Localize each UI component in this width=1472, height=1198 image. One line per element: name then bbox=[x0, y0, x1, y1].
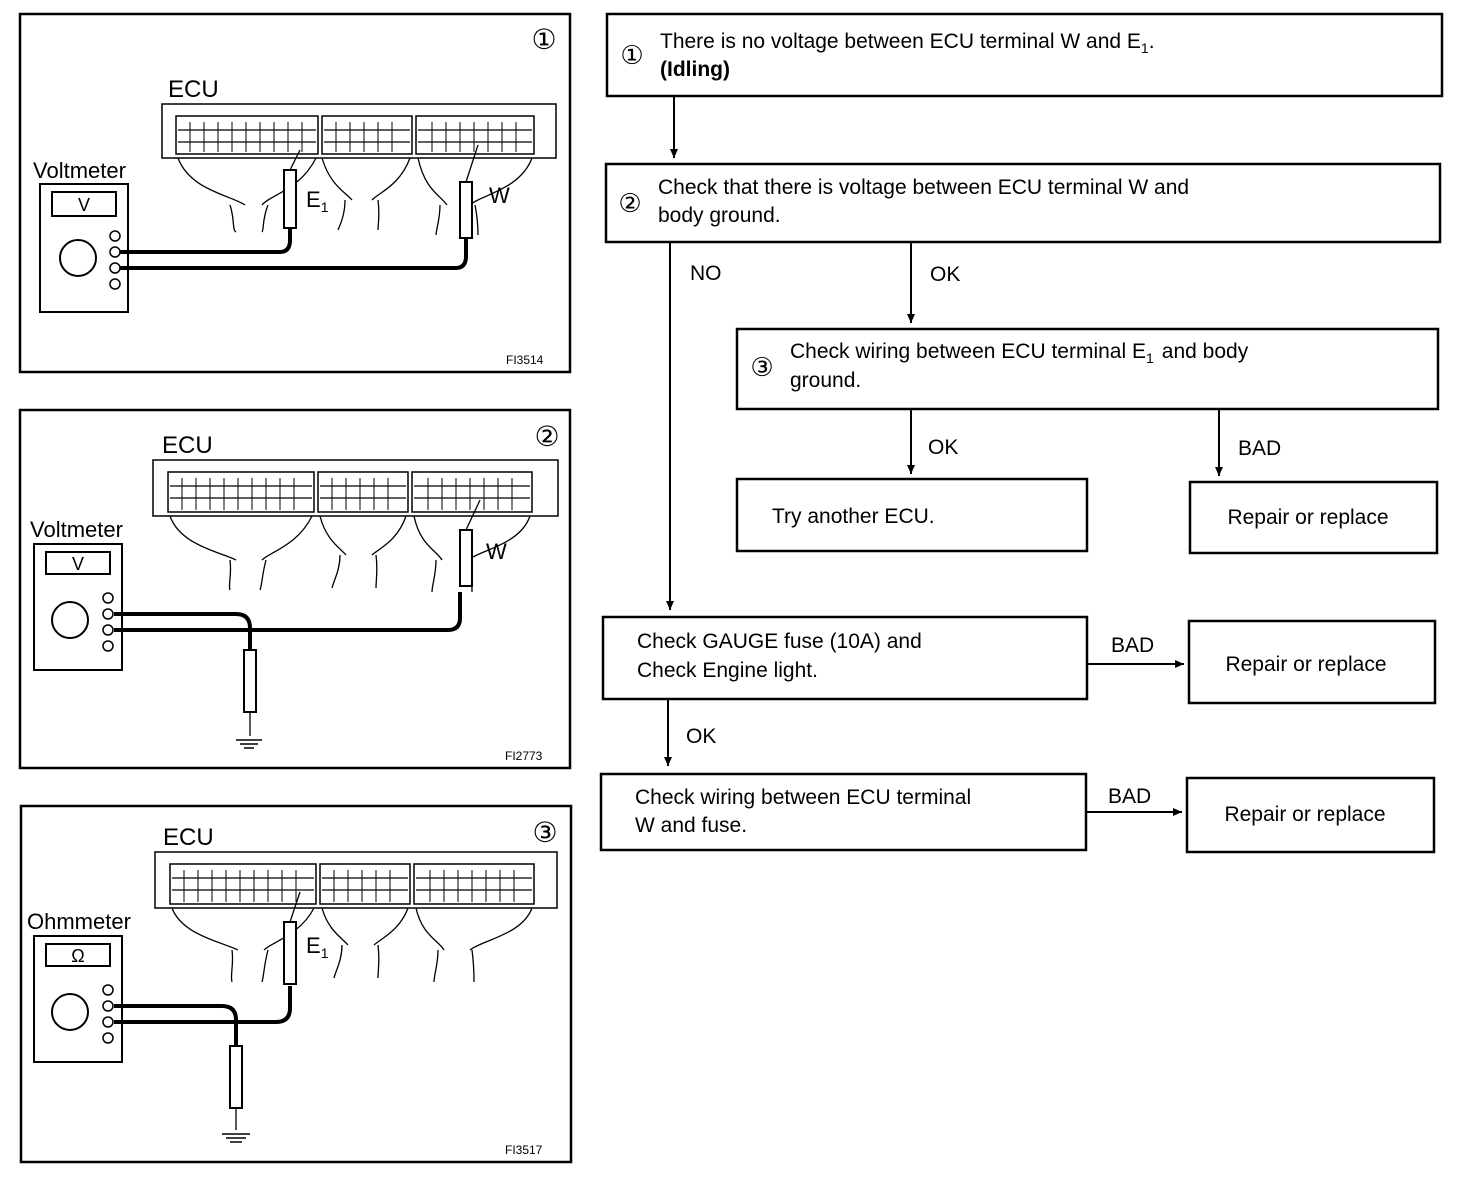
repair-text-3: Repair or replace bbox=[1224, 803, 1385, 826]
wiring-check-box: Check wiring between ECU terminal W and … bbox=[599, 772, 1088, 852]
wiring-check-text-line1: Check wiring between ECU terminal bbox=[635, 786, 971, 809]
repair-text-1: Repair or replace bbox=[1227, 506, 1388, 529]
panel-1-terminal-w: W bbox=[489, 183, 510, 208]
panel-3-terminal-e1: E1 bbox=[306, 933, 329, 961]
fuse-check-text-line1: Check GAUGE fuse (10A) and bbox=[637, 630, 922, 653]
panel-3-test-leads bbox=[114, 891, 301, 1143]
step-1-number: ① bbox=[620, 40, 643, 70]
troubleshooting-flowchart: ① There is no voltage between ECU termin… bbox=[599, 12, 1444, 854]
panel-1-number: ① bbox=[531, 24, 556, 55]
panel-3-ohmmeter: Ohmmeter Ω bbox=[27, 909, 131, 1063]
panel-3-meter-label: Ohmmeter bbox=[27, 909, 131, 934]
try-another-ecu-box: Try another ECU. bbox=[735, 477, 1089, 553]
panel-3-meter-symbol: Ω bbox=[71, 946, 84, 966]
panel-2-terminal-w: W bbox=[486, 539, 507, 564]
ecu-connector-block-2 bbox=[152, 459, 559, 517]
step-3-ok-label: OK bbox=[928, 436, 958, 459]
panel-1-test-leads bbox=[120, 144, 479, 270]
panel-2-voltmeter: Voltmeter V bbox=[30, 517, 123, 671]
panel-3-figure-code: FI3517 bbox=[505, 1143, 543, 1157]
step-2-no-label: NO bbox=[690, 262, 722, 285]
panel-3-number: ③ bbox=[532, 817, 557, 848]
wiring-bad-label: BAD bbox=[1108, 785, 1151, 808]
wire-harness-1 bbox=[177, 157, 533, 236]
try-another-ecu-text: Try another ECU. bbox=[772, 505, 935, 528]
repair-box-2: Repair or replace bbox=[1187, 619, 1437, 705]
step-1-text-line1: There is no voltage between ECU terminal… bbox=[660, 30, 1155, 56]
fuse-bad-label: BAD bbox=[1111, 634, 1154, 657]
step-3-number: ③ bbox=[750, 352, 773, 382]
fuse-ok-label: OK bbox=[686, 725, 716, 748]
panel-1-ecu-label: ECU bbox=[168, 76, 219, 103]
panel-1-figure-code: FI3514 bbox=[506, 353, 544, 367]
step-2-number: ② bbox=[618, 188, 641, 218]
repair-box-1: Repair or replace bbox=[1188, 480, 1439, 555]
panel-2: ② ECU Voltmeter V bbox=[18, 408, 572, 770]
step-3-bad-label: BAD bbox=[1238, 437, 1281, 460]
panel-2-meter-symbol: V bbox=[72, 554, 84, 574]
repair-box-3: Repair or replace bbox=[1185, 776, 1436, 854]
panel-2-test-leads bbox=[114, 499, 481, 749]
wire-harness-2 bbox=[169, 515, 531, 593]
step-3-text-line2: ground. bbox=[790, 369, 861, 392]
step-2-text-line1: Check that there is voltage between ECU … bbox=[658, 176, 1189, 199]
step-2-ok-label: OK bbox=[930, 263, 960, 286]
panel-1-voltmeter: Voltmeter V bbox=[33, 158, 129, 313]
panel-2-figure-code: FI2773 bbox=[505, 749, 543, 763]
fuse-check-box: Check GAUGE fuse (10A) and Check Engine … bbox=[601, 615, 1089, 701]
step-1-text-line2: (Idling) bbox=[660, 58, 730, 81]
repair-text-2: Repair or replace bbox=[1225, 653, 1386, 676]
wiring-check-text-line2: W and fuse. bbox=[635, 814, 747, 837]
panel-2-ecu-label: ECU bbox=[162, 432, 213, 459]
panel-1: ① ECU Voltmeter V bbox=[18, 12, 572, 374]
step-2-box: ② Check that there is voltage between EC… bbox=[604, 162, 1442, 244]
panel-3-ecu-label: ECU bbox=[163, 824, 214, 851]
step-2-text-line2: body ground. bbox=[658, 204, 781, 227]
ecu-connector-block-3 bbox=[154, 851, 558, 909]
fuse-check-text-line2: Check Engine light. bbox=[637, 659, 818, 682]
panel-1-terminal-e1: E1 bbox=[306, 187, 329, 215]
panel-1-meter-symbol: V bbox=[78, 195, 90, 215]
panel-3: ③ ECU Ohmmeter Ω bbox=[19, 804, 573, 1164]
panel-2-number: ② bbox=[534, 421, 559, 452]
ecu-connector-block-1 bbox=[161, 103, 557, 159]
panel-2-meter-label: Voltmeter bbox=[30, 517, 123, 542]
step-1-box: ① There is no voltage between ECU termin… bbox=[605, 12, 1444, 98]
panel-1-meter-label: Voltmeter bbox=[33, 158, 126, 183]
